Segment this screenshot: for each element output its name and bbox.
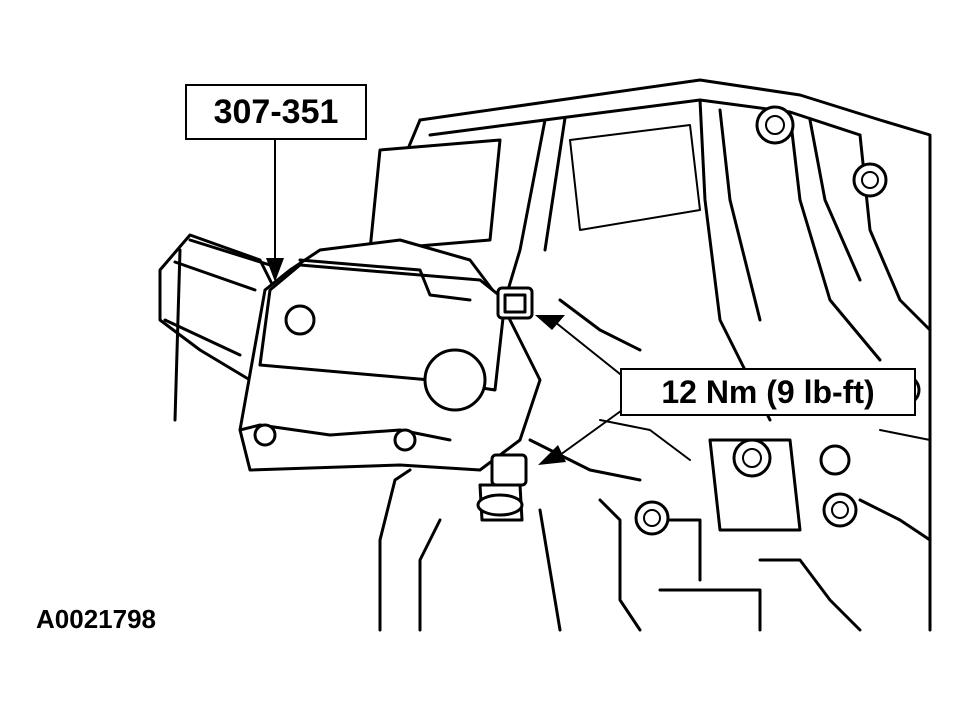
sensor-bolts (476, 286, 534, 522)
torque-spec-callout: 12 Nm (9 lb-ft) (620, 368, 916, 416)
special-tool-callout: 307-351 (185, 84, 367, 140)
sensor-connector (158, 233, 282, 422)
leader-arrows (266, 139, 626, 465)
range-sensor-body (238, 238, 542, 472)
transmission-case (368, 78, 932, 632)
case-boss-holes (368, 105, 921, 536)
figure-id-label: A0021798 (36, 604, 156, 634)
